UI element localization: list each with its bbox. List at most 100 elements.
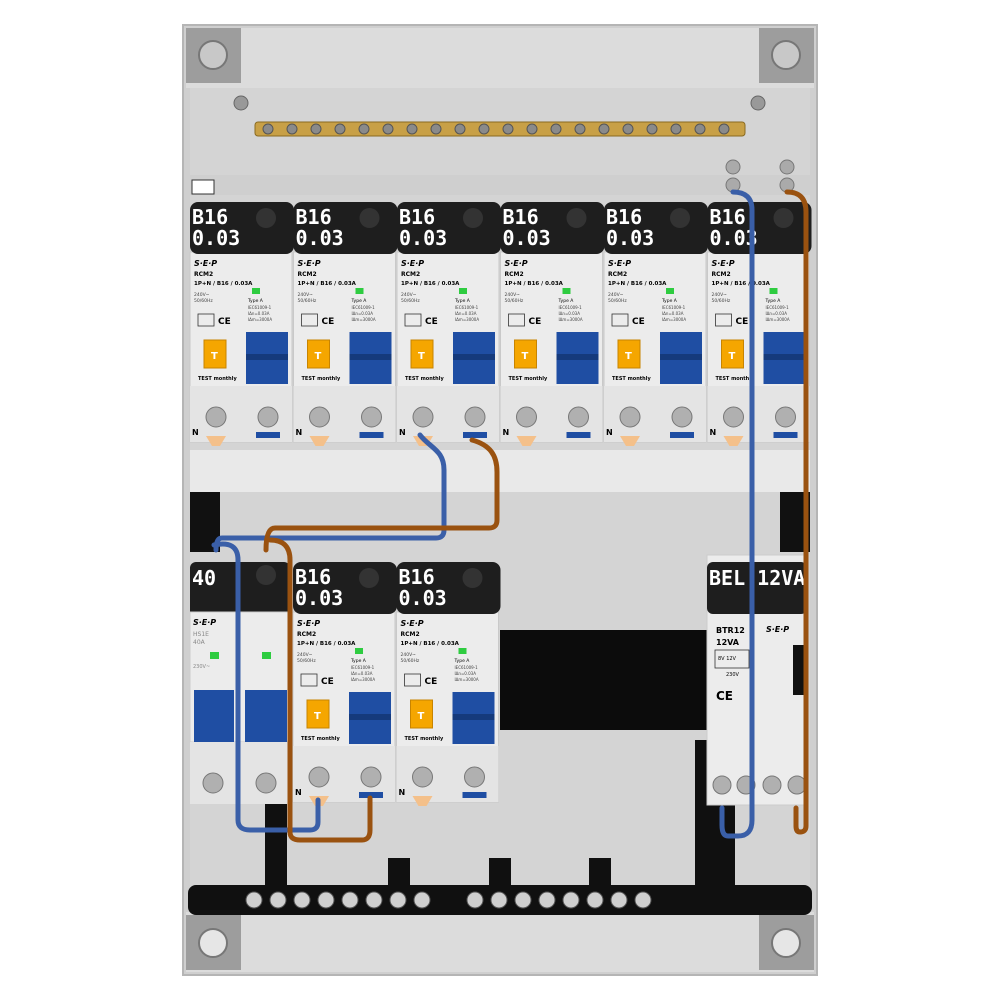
status-led bbox=[769, 288, 778, 294]
screw-icon bbox=[359, 208, 380, 228]
main-switch-model: HS1E bbox=[193, 631, 209, 638]
test-button-mark: T bbox=[418, 711, 425, 722]
terminal-screw bbox=[671, 406, 693, 428]
test-button-mark: T bbox=[315, 351, 322, 362]
test-monthly-label: TEST monthly bbox=[612, 376, 651, 382]
terminal-screw bbox=[412, 406, 434, 428]
breaker-brand: S·E·P bbox=[297, 619, 320, 628]
breaker-standard: IEC61009-1 bbox=[559, 305, 583, 310]
breaker-brand: S·E·P bbox=[505, 259, 528, 268]
wire-brown-link bbox=[267, 537, 373, 843]
status-led bbox=[252, 288, 260, 294]
breaker-standard: IEC61009-1 bbox=[248, 305, 272, 310]
terminal-screw bbox=[516, 406, 537, 428]
breaker-spec: 1P+N / B16 / 0.03A bbox=[505, 281, 564, 287]
test-button[interactable]: T bbox=[307, 339, 330, 369]
screw-icon bbox=[670, 208, 690, 228]
breaker-standard: IEC61009-1 bbox=[352, 305, 376, 310]
busbar-screw bbox=[574, 123, 586, 135]
breaker-rating-label: B16 bbox=[192, 205, 228, 229]
status-led bbox=[459, 288, 467, 294]
wire-terminal-cover bbox=[773, 432, 798, 438]
test-button-mark: T bbox=[314, 711, 321, 722]
breaker-type: Type A bbox=[661, 298, 678, 304]
breaker-spec: 1P+N / B16 / 0.03A bbox=[608, 281, 667, 287]
terminal-screw bbox=[365, 891, 383, 909]
test-button[interactable]: T bbox=[306, 699, 330, 729]
breaker-spec: 1P+N / B16 / 0.03A bbox=[401, 281, 460, 287]
neutral-label: N bbox=[296, 428, 303, 437]
test-button[interactable]: T bbox=[410, 339, 434, 369]
breaker-icn: IΔm=3000A bbox=[559, 317, 583, 322]
terminal-screw bbox=[725, 159, 741, 175]
terminal-screw bbox=[205, 406, 227, 428]
bell-transformer[interactable]: BEL 12VA BTR12 12VA S·E·P 8V 12V 230V CE bbox=[706, 554, 808, 806]
wire-terminal-cover bbox=[723, 436, 744, 446]
mount-screw bbox=[233, 95, 249, 111]
terminal-screw bbox=[466, 891, 484, 909]
wire-brown-feed bbox=[263, 437, 500, 553]
busbar-screw bbox=[646, 123, 658, 135]
din-rail-row1 bbox=[190, 175, 810, 195]
terminal-screw bbox=[490, 891, 508, 909]
test-monthly-label: TEST monthly bbox=[405, 736, 444, 742]
din-rail-row2-blank bbox=[500, 630, 710, 730]
test-button[interactable]: T bbox=[203, 339, 227, 369]
wire-brown-bell bbox=[784, 189, 809, 835]
breaker-rating-label: B16 bbox=[399, 205, 435, 229]
breaker-model: RCM2 bbox=[608, 271, 627, 278]
terminal-screw bbox=[787, 775, 807, 795]
kema-mark-icon bbox=[508, 313, 525, 327]
busbar-screw bbox=[598, 123, 610, 135]
transformer-output: 8V 12V bbox=[718, 656, 737, 662]
breaker-rating-label: B16 bbox=[295, 565, 331, 589]
terminal-screw bbox=[762, 775, 782, 795]
terminal-screw bbox=[317, 891, 335, 909]
ce-mark-icon: CE bbox=[322, 317, 335, 327]
busbar-screw bbox=[334, 123, 346, 135]
breaker-idelta: IΔn=0.03A bbox=[559, 311, 581, 316]
breaker-model: RCM2 bbox=[401, 271, 420, 278]
busbar-screw bbox=[454, 123, 466, 135]
breaker-type: Type A bbox=[351, 298, 368, 304]
breaker-type: Type A bbox=[350, 658, 367, 664]
wire-terminal-cover bbox=[206, 436, 226, 446]
breaker-voltage: 240V~ bbox=[712, 292, 728, 298]
busbar-screw bbox=[358, 123, 370, 135]
test-monthly-label: TEST monthly bbox=[509, 376, 548, 382]
test-button[interactable]: T bbox=[617, 339, 641, 369]
main-switch-handle[interactable] bbox=[245, 690, 287, 742]
test-monthly-label: TEST monthly bbox=[301, 736, 340, 742]
breaker-model: RCM2 bbox=[194, 271, 213, 278]
breaker-idelta: IΔn=0.03A bbox=[455, 311, 477, 316]
breaker-standard: IEC61009-1 bbox=[662, 305, 686, 310]
wire-terminal-cover bbox=[309, 436, 330, 446]
breaker-model: RCM2 bbox=[401, 631, 420, 638]
test-button[interactable]: T bbox=[721, 339, 744, 369]
main-switch-label: 40 bbox=[192, 566, 216, 590]
breaker-rating-label: B16 bbox=[606, 205, 642, 229]
transformer-rating: 12VA bbox=[716, 638, 740, 647]
terminal-screw bbox=[309, 406, 330, 428]
main-switch-handle[interactable] bbox=[194, 690, 234, 742]
status-led bbox=[210, 652, 219, 659]
test-button[interactable]: T bbox=[514, 339, 537, 369]
kema-mark-icon bbox=[611, 313, 629, 327]
status-led bbox=[458, 648, 467, 654]
terminal-screw bbox=[341, 891, 359, 909]
test-button-mark: T bbox=[522, 351, 529, 362]
test-button[interactable]: T bbox=[410, 699, 433, 729]
screw-icon bbox=[462, 568, 483, 588]
wire-terminal-cover bbox=[359, 432, 384, 438]
test-monthly-label: TEST monthly bbox=[198, 376, 237, 382]
neutral-label: N bbox=[606, 428, 613, 437]
